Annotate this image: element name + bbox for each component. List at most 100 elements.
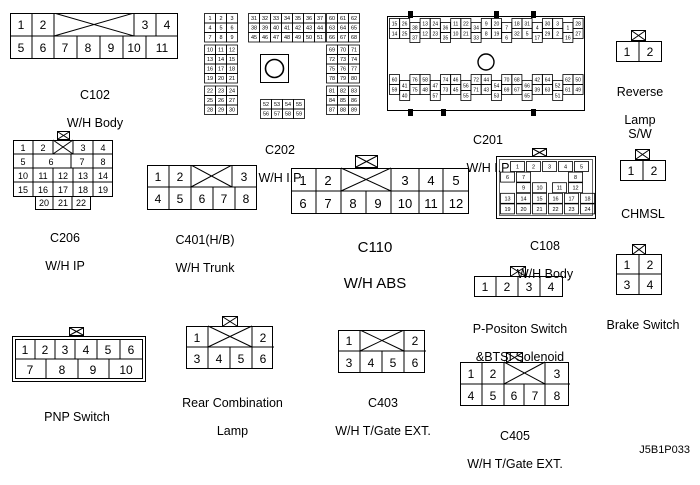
c201-pin: 33 [473,35,479,41]
c201-pin: 46 [453,77,459,83]
c108-pin: 1 [516,164,519,170]
c201-title: C201 [473,133,503,147]
c401-pin: 8 [243,192,250,206]
c201-pin: 10 [453,31,459,37]
pposition-title: P-Positon Switch [472,322,568,336]
c201-pin: 52 [555,83,561,89]
c108-pin: 13 [504,196,510,202]
c201-pin: 25 [402,31,408,37]
c202-pin: 55 [296,102,302,108]
c201-pin: 66 [524,83,530,89]
c206-pin: 19 [98,185,108,195]
c206-pin: 22 [76,198,86,208]
c403-pin: 5 [390,356,397,370]
c202-pin: 63 [329,26,335,32]
c201-pin: 21 [463,31,469,37]
c201-pin: 9 [485,21,488,27]
c202-pin: 69 [329,48,335,54]
c202-pin: 80 [351,76,357,82]
c202-pin: 5 [219,26,222,32]
c110-pin: 12 [449,196,463,211]
c206-subtitle: W/H IP [45,259,85,273]
c110-pin: 3 [401,173,408,188]
c108-pin: 12 [572,186,578,192]
c202-pin: 88 [340,108,346,114]
c202-pin: 35 [295,16,301,22]
c108-title: C108 [530,239,560,253]
c110-pin: 11 [424,196,438,211]
c405-pin: 1 [468,367,475,381]
c202-pin: 36 [306,16,312,22]
c403-pin: 2 [412,334,419,348]
c110-title: C110 [357,239,393,256]
c403-pin: 4 [368,356,375,370]
c201-pin: 57 [433,93,439,99]
c202-pin: 82 [340,89,346,95]
c202-pin: 75 [329,67,335,73]
c201-pin: 42 [535,77,541,83]
c201-pin: 18 [514,21,520,27]
c201-pin: 71 [473,87,479,93]
c201-pin: 47 [433,83,439,89]
c102-pin: 1 [18,18,25,32]
c206-pin: 11 [38,171,47,181]
c201-pin: 41 [402,83,408,89]
c202-pin: 47 [273,35,279,41]
c201-pin: 53 [494,93,500,99]
reverse-pin: 1 [624,45,631,59]
c206-pin: 18 [78,185,88,195]
pnp-pin: 10 [119,363,133,377]
c201-pin: 43 [484,87,490,93]
c201-pin: 61 [565,87,571,93]
c201-pin: 19 [494,31,500,37]
c201-pin: 73 [443,87,449,93]
c110-pin: 7 [324,196,331,211]
figure-code: J5B1P033 [639,444,690,456]
c401-title: C401(H/B) [175,233,235,247]
c206-pin: 12 [58,171,68,181]
c405-pin: 5 [490,389,497,403]
rearcomb-pin: 5 [238,352,245,366]
c201-pin: 37 [412,35,418,41]
c202-pin: 79 [340,76,346,82]
c202-pin: 64 [340,26,346,32]
c401-pin: 6 [199,192,206,206]
caption-reverse: Reverse Lamp S/W [600,71,680,155]
c201-subtitle: W/H I.P [466,161,510,175]
c201-pin: 51 [555,93,561,99]
c110-pin: 8 [349,196,356,211]
c201-pin: 31 [524,21,530,27]
c206-title: C206 [50,231,80,245]
c102-pin: 7 [62,41,69,55]
c206-pin: 8 [100,157,105,167]
rearcomb-pin: 4 [216,352,223,366]
c401-pin: 1 [155,170,162,184]
c201-pin: 39 [535,87,541,93]
c108-pin: 8 [574,175,577,181]
c202-pin: 73 [340,57,346,63]
c405-pin: 4 [468,389,475,403]
rearcomb-pin: 2 [260,331,267,345]
c206-pin: 1 [20,143,25,153]
c202-pin: 77 [351,67,357,73]
c202-pin: 37 [317,16,323,22]
c202-pin: 61 [340,16,346,22]
c405-title: C405 [500,429,530,443]
c202-pin: 81 [329,89,335,95]
c110-pin: 4 [427,173,434,188]
brake-pin: 1 [624,258,631,272]
c202-pin: 83 [351,89,357,95]
c202-pin: 29 [218,108,224,114]
c403-pin: 1 [346,334,353,348]
c202-pin: 84 [329,98,335,104]
c110-pin: 5 [452,173,459,188]
c201-pin: 72 [473,77,479,83]
c102-subtitle: W/H Body [66,116,124,130]
